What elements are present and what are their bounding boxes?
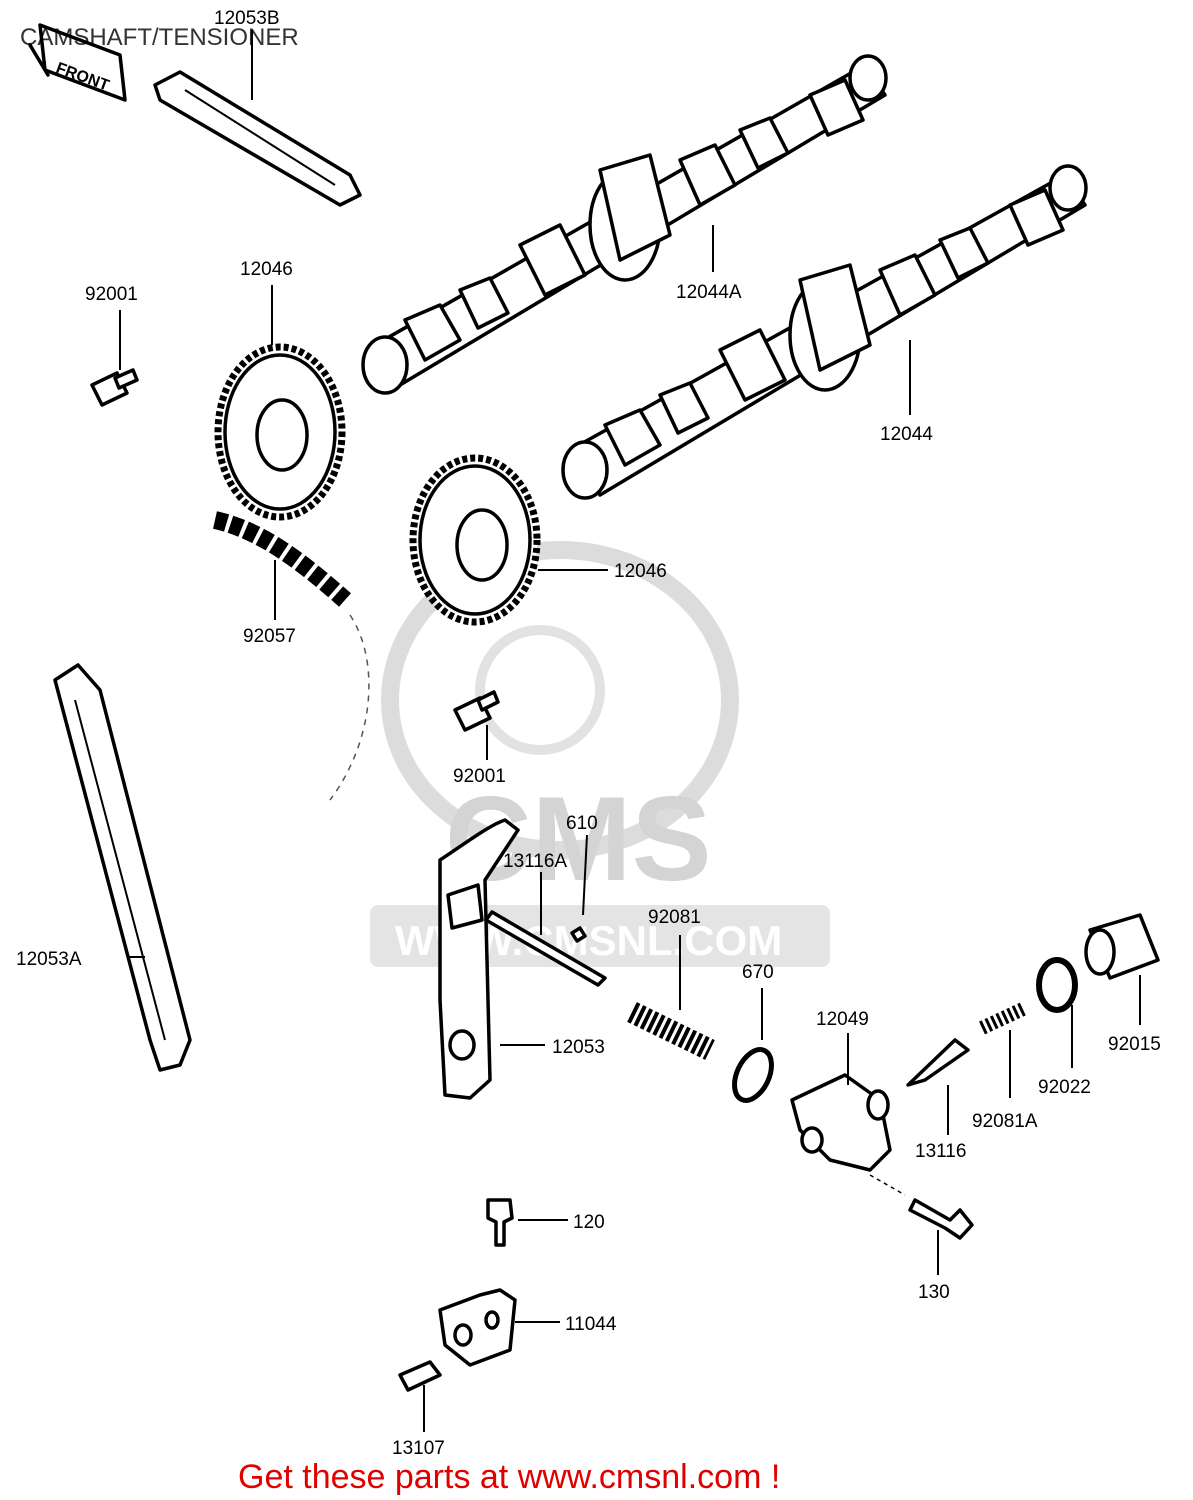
part-12046-sprocket-upper: 12046 [214,259,346,521]
label-12049: 12049 [816,1009,869,1030]
part-13107-pin: 13107 [392,1360,445,1459]
label-92081: 92081 [648,907,701,928]
part-92081A-spring: 92081A [972,1001,1038,1132]
label-12046-lower: 12046 [614,561,667,582]
label-120: 120 [573,1212,605,1233]
label-130: 130 [918,1282,950,1303]
label-92001-upper: 92001 [85,284,138,305]
label-670: 670 [742,962,774,983]
part-12046-sprocket-lower: 12046 [409,454,667,626]
part-92015-cap: 92015 [1084,913,1161,1055]
label-92015: 92015 [1108,1034,1161,1055]
label-12053: 12053 [552,1037,605,1058]
label-610: 610 [566,813,598,834]
label-12046-upper: 12046 [240,259,293,280]
label-13116: 13116 [915,1141,966,1162]
label-13107: 13107 [392,1438,445,1459]
label-12044A: 12044A [676,282,742,303]
part-13116A-pin: 13116A [484,851,607,987]
part-12044-camshaft: 12044 [561,164,1088,500]
label-92057: 92057 [243,626,296,647]
label-12053A: 12053A [16,949,82,970]
part-12044A-camshaft: 12044A [361,54,888,395]
part-92001-bolt-lower: 92001 [453,690,506,787]
label-92001-lower: 92001 [453,766,506,787]
label-12053B: 12053B [214,8,280,29]
label-13116A: 13116A [503,851,567,872]
part-670-o-ring: 670 [732,962,774,1103]
part-12049-tensioner-body: 12049 [790,1009,892,1172]
part-92081-spring: 92081 [627,907,715,1060]
label-92022: 92022 [1038,1077,1091,1098]
label-12044: 12044 [880,424,933,445]
label-11044: 11044 [565,1314,617,1335]
part-120-bolt: 120 [486,1198,605,1247]
part-130-bolt: 130 [869,1174,974,1303]
part-92001-bolt-upper: 92001 [85,284,139,407]
part-12053A-chain-guide: 12053A [16,663,192,1072]
part-11044-bracket: 11044 [438,1288,617,1367]
part-12053B-chain-guide: 12053B [153,8,362,207]
part-13116-pushrod: 13116 [906,1038,970,1162]
part-12053-tensioner-arm: 12053 [438,818,605,1100]
part-610-clip: 610 [566,813,598,943]
part-92022-washer: 92022 [1036,957,1091,1098]
part-92057-cam-chain: 92057 [212,511,370,801]
label-92081A: 92081A [972,1111,1038,1132]
front-mark-text: FRONT [54,60,112,95]
footer-link-text[interactable]: Get these parts at www.cmsnl.com ! [238,1458,780,1496]
